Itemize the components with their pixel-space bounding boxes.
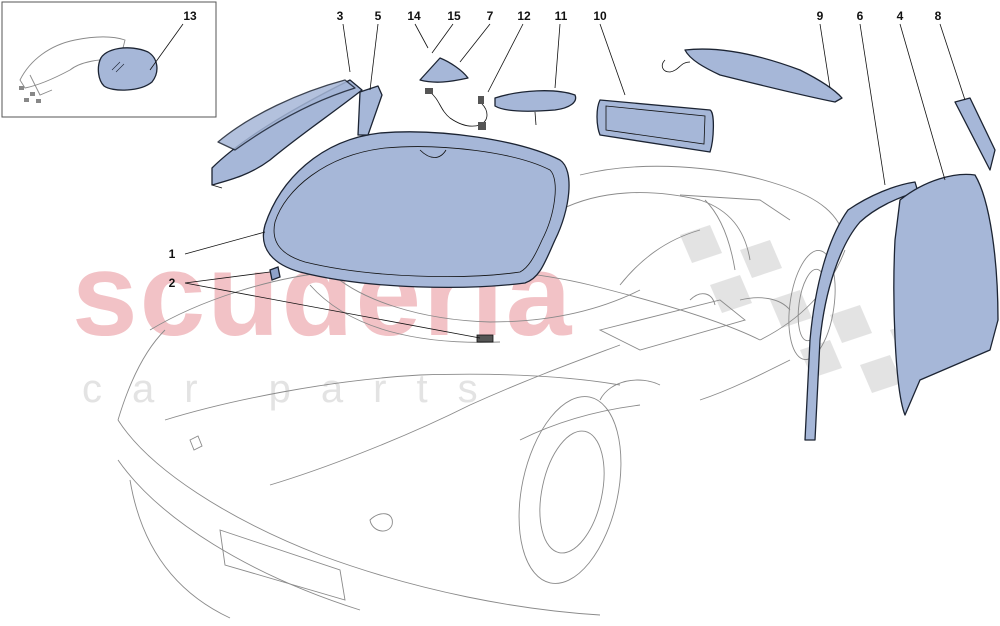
rear-screen-10[interactable] bbox=[596, 99, 715, 153]
trim-strip-8[interactable] bbox=[954, 97, 996, 171]
rear-view-mirror-11[interactable] bbox=[494, 90, 577, 112]
sensor-wire-12 bbox=[429, 91, 488, 127]
sensor-2b[interactable] bbox=[476, 334, 494, 343]
vent-glass-7[interactable] bbox=[419, 57, 469, 83]
windscreen-1[interactable] bbox=[262, 131, 570, 288]
sensor-2a[interactable] bbox=[269, 266, 281, 281]
rear-glass-9[interactable] bbox=[684, 48, 843, 103]
trim-strip-5[interactable] bbox=[357, 85, 383, 136]
watermark-sub: car parts bbox=[82, 367, 508, 411]
callout-3: 3 bbox=[337, 9, 344, 23]
callout-2: 2 bbox=[169, 276, 176, 290]
callout-13: 13 bbox=[183, 9, 197, 23]
callout-labels: 13 3 5 14 15 7 12 11 10 9 6 4 8 1 2 bbox=[169, 9, 942, 290]
callout-5: 5 bbox=[375, 9, 382, 23]
callout-1: 1 bbox=[169, 247, 176, 261]
mirror-inset-box bbox=[1, 1, 217, 118]
callout-6: 6 bbox=[857, 9, 864, 23]
callout-9: 9 bbox=[817, 9, 824, 23]
callout-leaders bbox=[149, 23, 966, 339]
callout-7: 7 bbox=[487, 9, 494, 23]
callout-10: 10 bbox=[593, 9, 607, 23]
callout-8: 8 bbox=[935, 9, 942, 23]
callout-11: 11 bbox=[555, 9, 568, 23]
door-seal-6[interactable] bbox=[804, 181, 919, 441]
callout-15: 15 bbox=[447, 9, 461, 23]
door-glass-4[interactable] bbox=[893, 173, 999, 416]
mirror-glass-13[interactable] bbox=[97, 47, 158, 91]
callout-4: 4 bbox=[897, 9, 904, 23]
callout-12: 12 bbox=[517, 9, 531, 23]
callout-14: 14 bbox=[407, 9, 421, 23]
